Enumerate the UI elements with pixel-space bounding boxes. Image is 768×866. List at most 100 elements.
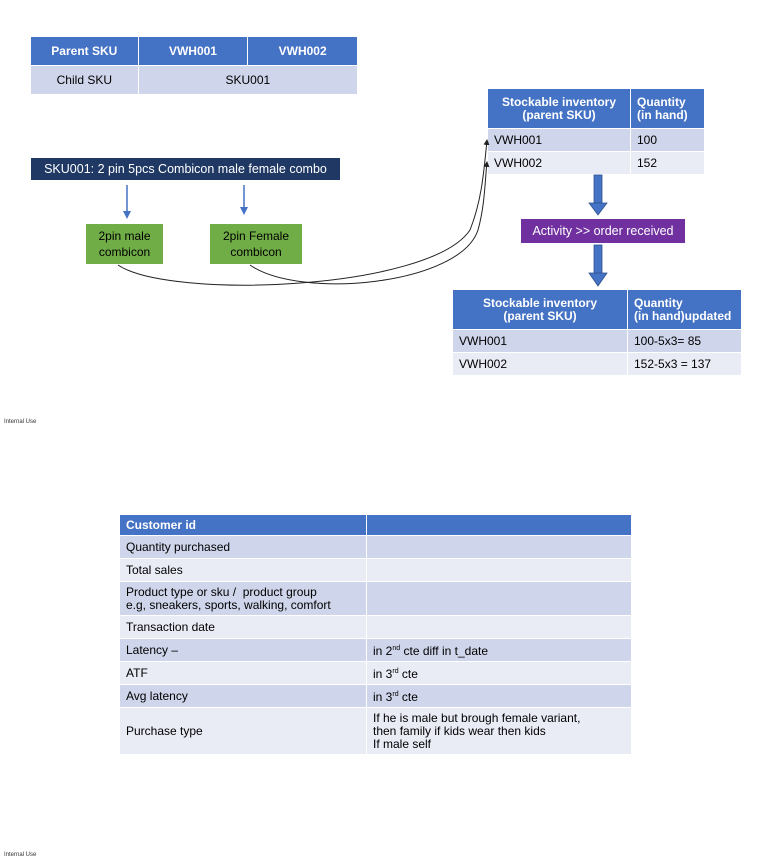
inventory-table: Stockable inventory (parent SKU) Quantit… xyxy=(487,88,705,175)
updated-header-qty-line-2: (in hand)updated xyxy=(634,308,732,323)
sku-banner-text: SKU001: 2 pin 5pcs Combicon male female … xyxy=(44,162,327,176)
sku-banner: SKU001: 2 pin 5pcs Combicon male female … xyxy=(31,158,340,180)
row-value-text: cte xyxy=(398,690,418,704)
block-arrow-to-activity xyxy=(588,174,608,216)
activity-text: Activity >> order received xyxy=(532,224,674,238)
updated-cell-qty: 100-5x3= 85 xyxy=(627,329,742,353)
component-female-box: 2pin Female combicon xyxy=(210,224,302,264)
updated-header-stock: Stockable inventory (parent SKU) xyxy=(452,289,628,330)
table-row: Total sales xyxy=(119,558,632,582)
row-value-line: in 3rd cte xyxy=(373,688,625,704)
footer-internal-use-2: Internal Use xyxy=(4,852,37,858)
row-value-superscript: rd xyxy=(392,691,399,698)
row-label: Latency – xyxy=(119,638,367,662)
row-value-line: If male self xyxy=(373,736,625,751)
row-value-superscript: rd xyxy=(392,668,399,675)
updated-cell-sku: VWH001 xyxy=(452,329,628,353)
row-label: Total sales xyxy=(119,558,367,582)
row-value-line: in 3rd cte xyxy=(373,665,625,681)
row-value-text: If he is male but brough female variant, xyxy=(373,710,581,725)
row-value xyxy=(366,581,632,616)
inventory-header-stock-line-2: (parent SKU) xyxy=(522,107,596,122)
table-row: Avg latency in 3rd cte xyxy=(119,684,632,708)
arrow-down-to-female xyxy=(240,185,248,215)
component-female-line-1: 2pin Female xyxy=(222,229,290,243)
row-label-line: Latency – xyxy=(126,642,179,657)
updated-header-qty-line-1: Quantity xyxy=(634,295,683,310)
row-label-line: ATF xyxy=(126,665,148,680)
row-value xyxy=(366,558,632,582)
row-label: ATF xyxy=(119,661,367,685)
activity-box: Activity >> order received xyxy=(521,219,685,243)
sku-table: Parent SKU VWH001 VWH002 Child SKU SKU00… xyxy=(30,36,359,95)
inventory-header-qty-line-1: Quantity xyxy=(637,94,686,109)
row-value-text: in 2 xyxy=(373,644,393,658)
component-male-line-1: 2pin male xyxy=(98,229,151,243)
table-row: Quantity purchased xyxy=(119,535,632,559)
customer-header-label: Customer id xyxy=(119,514,367,536)
row-value-line: then family if kids wear then kids xyxy=(373,723,625,738)
row-value xyxy=(366,535,632,559)
row-value xyxy=(366,615,632,639)
inventory-cell-sku: VWH001 xyxy=(487,128,631,152)
row-label-line: e.g, sneakers, sports, walking, comfort xyxy=(126,597,331,612)
table-row: Transaction date xyxy=(119,615,632,639)
row-value-text: in 3 xyxy=(373,690,393,704)
sku-table-child-value: SKU001 xyxy=(137,65,359,95)
component-male-line-2: combicon xyxy=(98,245,151,259)
inventory-header-stock: Stockable inventory (parent SKU) xyxy=(487,88,631,129)
footer-internal-use-1: Internal Use xyxy=(4,419,37,425)
row-label: Avg latency xyxy=(119,684,367,708)
updated-inventory-table: Stockable inventory (parent SKU) Quantit… xyxy=(452,289,742,376)
component-female-line-2: combicon xyxy=(230,245,282,259)
connector-male-to-inventory xyxy=(117,139,490,286)
row-label: Quantity purchased xyxy=(119,535,367,559)
row-label: Transaction date xyxy=(119,615,367,639)
row-value-superscript: nd xyxy=(392,645,401,652)
row-value: in 3rd cte xyxy=(366,684,632,708)
row-label-line: Avg latency xyxy=(126,688,188,703)
arrow-down-to-male xyxy=(123,185,131,219)
inventory-header-stock-line-1: Stockable inventory xyxy=(501,94,617,109)
table-row: VWH001 100-5x3= 85 xyxy=(452,329,742,353)
row-value-text: cte xyxy=(398,667,418,681)
row-label-line: Transaction date xyxy=(126,619,215,634)
table-row: Latency – in 2nd cte diff in t_date xyxy=(119,638,632,662)
row-value: in 2nd cte diff in t_date xyxy=(366,638,632,662)
sku-table-child-label: Child SKU xyxy=(30,65,139,95)
inventory-cell-qty: 100 xyxy=(630,128,705,152)
table-row: VWH001 100 xyxy=(487,128,705,152)
row-label-line: Total sales xyxy=(126,562,183,577)
row-label-line: Product type or sku / product group xyxy=(126,584,317,599)
inventory-header-qty: Quantity (in hand) xyxy=(630,88,705,129)
table-row: Purchase type If he is male but brough fe… xyxy=(119,707,632,755)
table-row: VWH002 152 xyxy=(487,151,705,175)
row-label-line: Quantity purchased xyxy=(126,539,231,554)
row-value-line: If he is male but brough female variant, xyxy=(373,710,625,725)
updated-header-stock-line-1: Stockable inventory xyxy=(482,295,598,310)
table-row: VWH002 152-5x3 = 137 xyxy=(452,352,742,376)
row-label-line: Purchase type xyxy=(126,723,203,738)
block-arrow-to-updated xyxy=(588,244,608,287)
updated-header-stock-line-2: (parent SKU) xyxy=(503,308,577,323)
updated-cell-qty: 152-5x3 = 137 xyxy=(627,352,742,376)
inventory-header-qty-line-2: (in hand) xyxy=(637,107,688,122)
inventory-cell-sku: VWH002 xyxy=(487,151,631,175)
updated-cell-sku: VWH002 xyxy=(452,352,628,376)
customer-header-value xyxy=(366,514,632,536)
inventory-cell-qty: 152 xyxy=(630,151,705,175)
row-value-text: cte diff in t_date xyxy=(400,644,488,658)
connector-female-to-inventory xyxy=(249,161,490,285)
diagram-connectors xyxy=(117,139,608,287)
row-value-text: If male self xyxy=(373,736,432,751)
row-value-text: then family if kids wear then kids xyxy=(373,723,546,738)
row-value-text: in 3 xyxy=(373,667,393,681)
row-value: in 3rd cte xyxy=(366,661,632,685)
table-row: ATF in 3rd cte xyxy=(119,661,632,685)
sku-table-header-parent: Parent SKU xyxy=(30,36,139,66)
component-male-box: 2pin male combicon xyxy=(86,224,163,264)
row-value: If he is male but brough female variant,… xyxy=(366,707,632,755)
